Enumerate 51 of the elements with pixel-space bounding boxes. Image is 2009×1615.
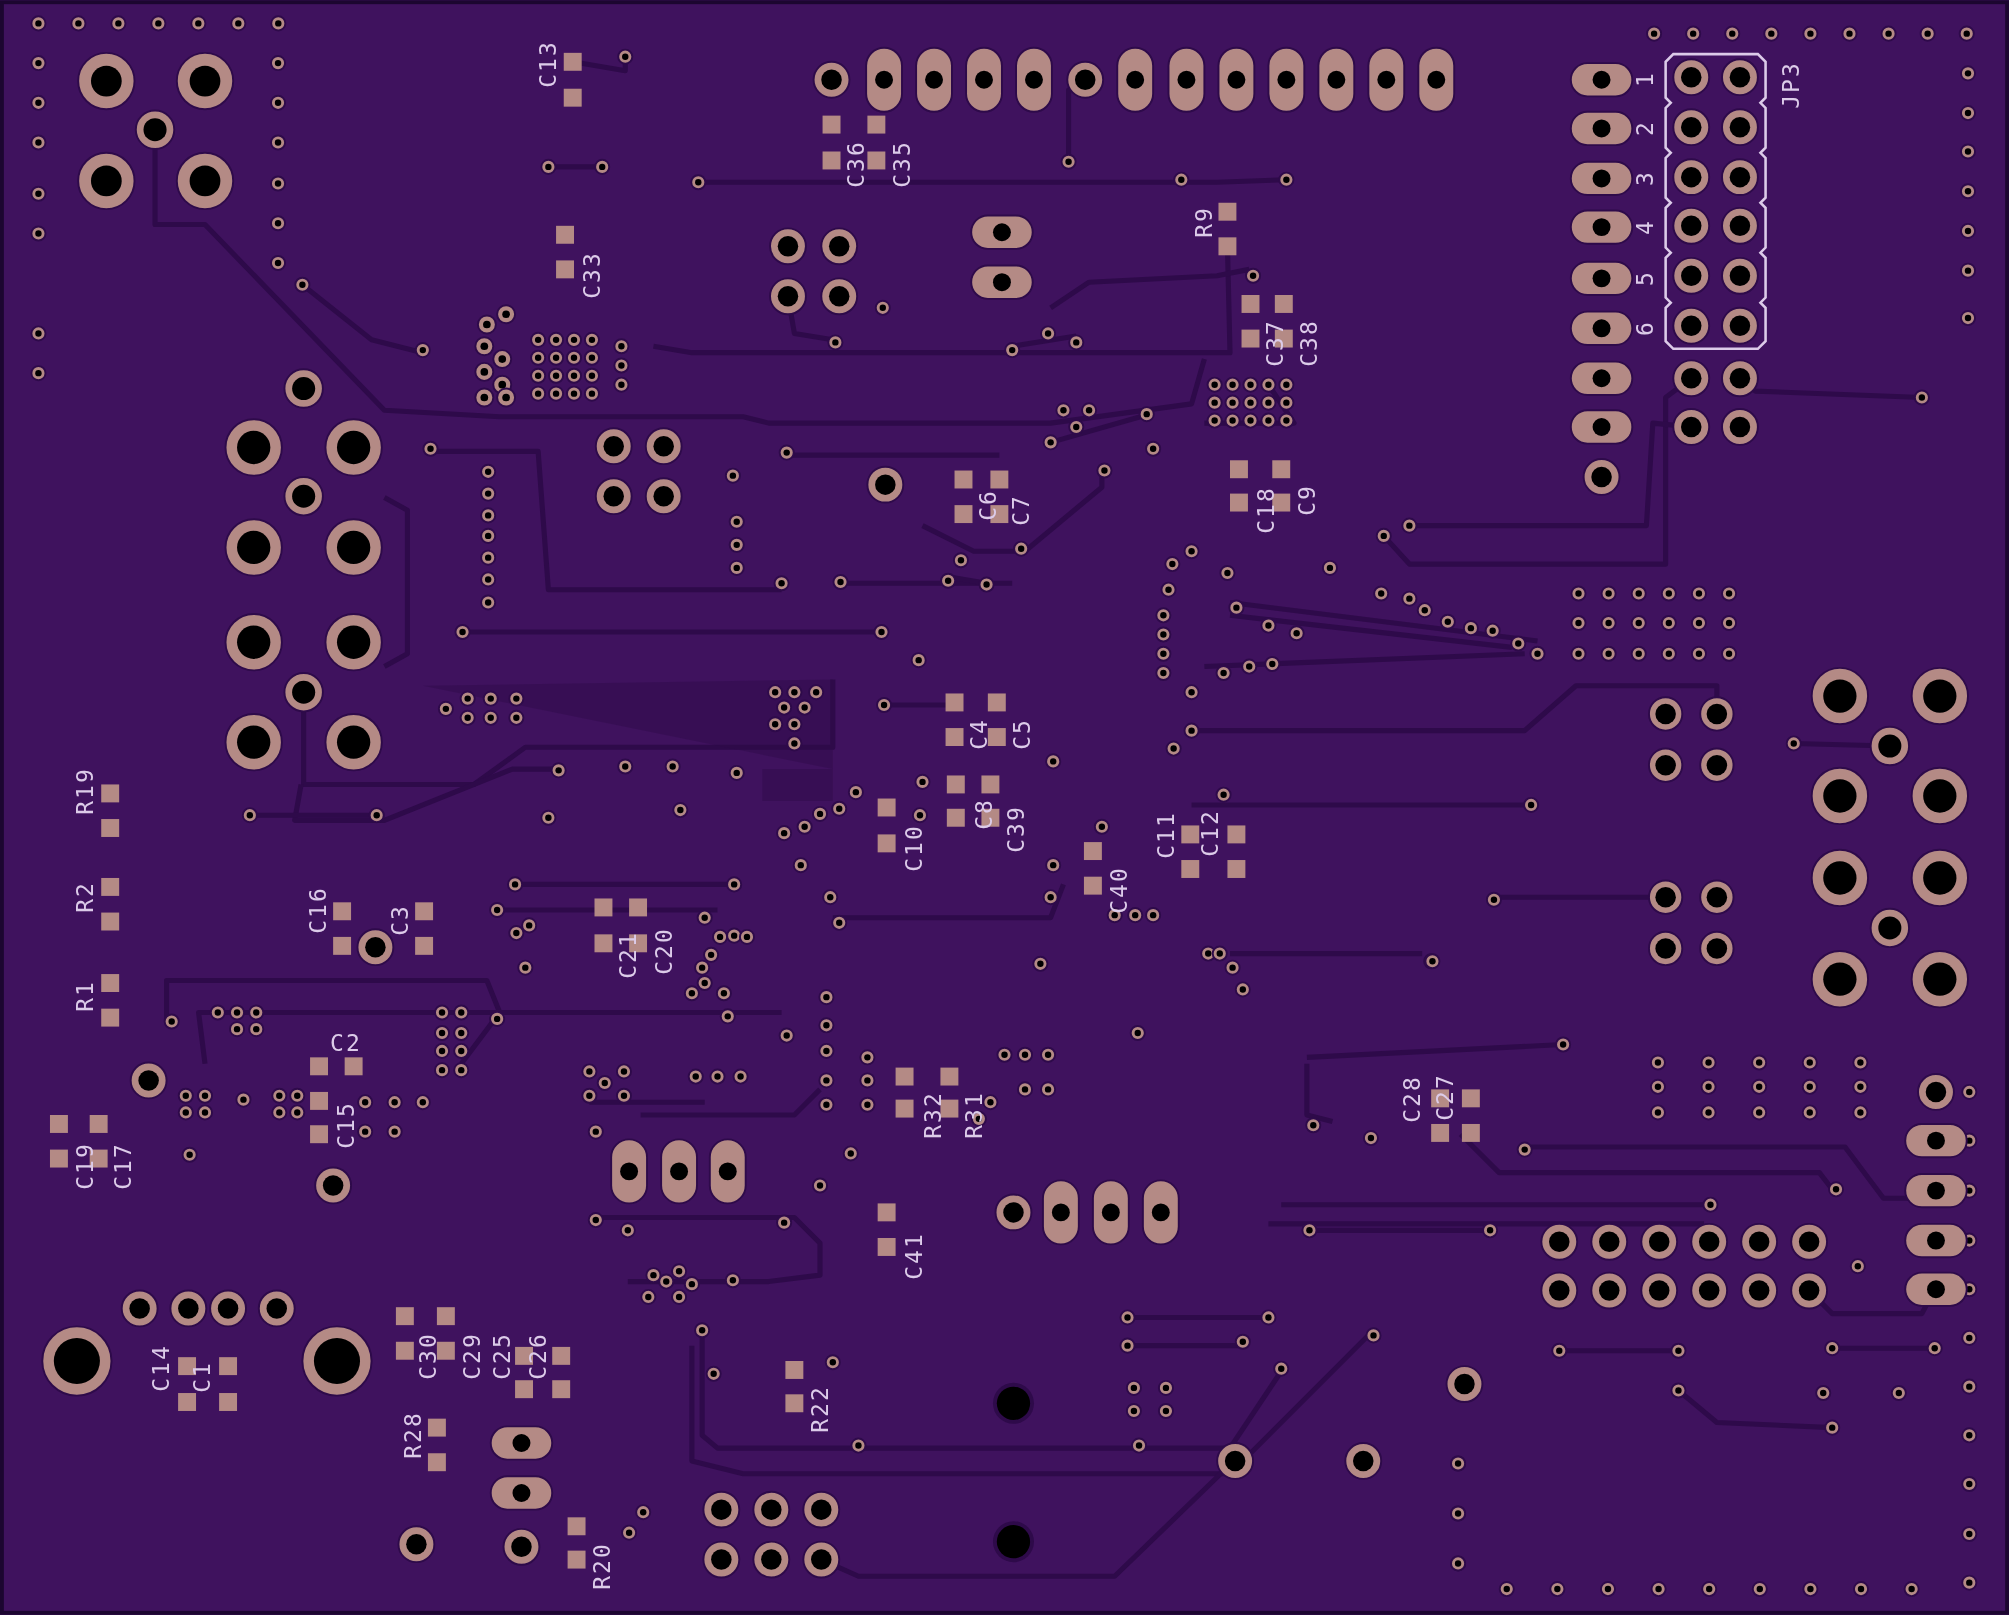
part-label: R20 bbox=[590, 1541, 614, 1590]
part-label: C27 bbox=[1433, 1073, 1457, 1121]
part-label: C7 bbox=[1009, 494, 1033, 526]
part-label: C12 bbox=[1198, 809, 1221, 857]
part-label: C26 bbox=[526, 1331, 550, 1380]
part-label: C21 bbox=[616, 930, 640, 979]
part-label: C19 bbox=[73, 1142, 97, 1190]
part-label: C14 bbox=[149, 1344, 173, 1393]
part-label: C9 bbox=[1295, 483, 1319, 516]
part-label: C30 bbox=[416, 1331, 440, 1380]
part-label: C39 bbox=[1004, 805, 1028, 853]
pin-number: 4 bbox=[1633, 218, 1657, 235]
part-label: R19 bbox=[73, 766, 97, 815]
part-label: C15 bbox=[334, 1101, 358, 1149]
part-label: C29 bbox=[460, 1331, 483, 1380]
part-label: C5 bbox=[1010, 718, 1034, 750]
part-label: R31 bbox=[962, 1090, 986, 1139]
part-label: R2 bbox=[73, 881, 97, 913]
part-label: C41 bbox=[902, 1231, 926, 1280]
part-label: C28 bbox=[1400, 1075, 1424, 1124]
part-label: C8 bbox=[972, 797, 996, 830]
part-label: R1 bbox=[73, 979, 97, 1012]
pin-number: 6 bbox=[1633, 320, 1657, 336]
part-label: C6 bbox=[976, 488, 1000, 521]
part-label: C40 bbox=[1107, 866, 1131, 915]
part-label: C10 bbox=[902, 824, 926, 872]
pin-number: 1 bbox=[1633, 71, 1657, 88]
pin-number: 5 bbox=[1633, 270, 1657, 286]
part-label: R28 bbox=[401, 1411, 425, 1459]
part-label: C25 bbox=[490, 1331, 514, 1380]
part-label: R9 bbox=[1192, 205, 1216, 238]
part-label: C17 bbox=[111, 1142, 135, 1190]
part-label: C33 bbox=[580, 251, 604, 300]
part-label: C35 bbox=[890, 140, 914, 188]
part-label: JP3 bbox=[1779, 60, 1803, 109]
part-label: C38 bbox=[1297, 319, 1321, 368]
part-label: C20 bbox=[652, 926, 676, 975]
pin-number: 2 bbox=[1633, 120, 1657, 137]
part-label: C11 bbox=[1154, 811, 1178, 860]
part-label: C4 bbox=[967, 718, 991, 750]
part-label: R22 bbox=[808, 1385, 832, 1434]
part-label: C16 bbox=[306, 885, 330, 934]
part-label: C2 bbox=[330, 1031, 362, 1055]
part-label: C3 bbox=[388, 904, 412, 936]
part-label: C13 bbox=[536, 40, 560, 88]
part-label: R32 bbox=[921, 1090, 945, 1139]
part-label: C36 bbox=[844, 140, 868, 188]
part-label: C18 bbox=[1254, 486, 1278, 534]
part-label: C37 bbox=[1263, 319, 1287, 368]
pin-number: 3 bbox=[1633, 170, 1657, 186]
part-label: C1 bbox=[190, 1361, 214, 1394]
